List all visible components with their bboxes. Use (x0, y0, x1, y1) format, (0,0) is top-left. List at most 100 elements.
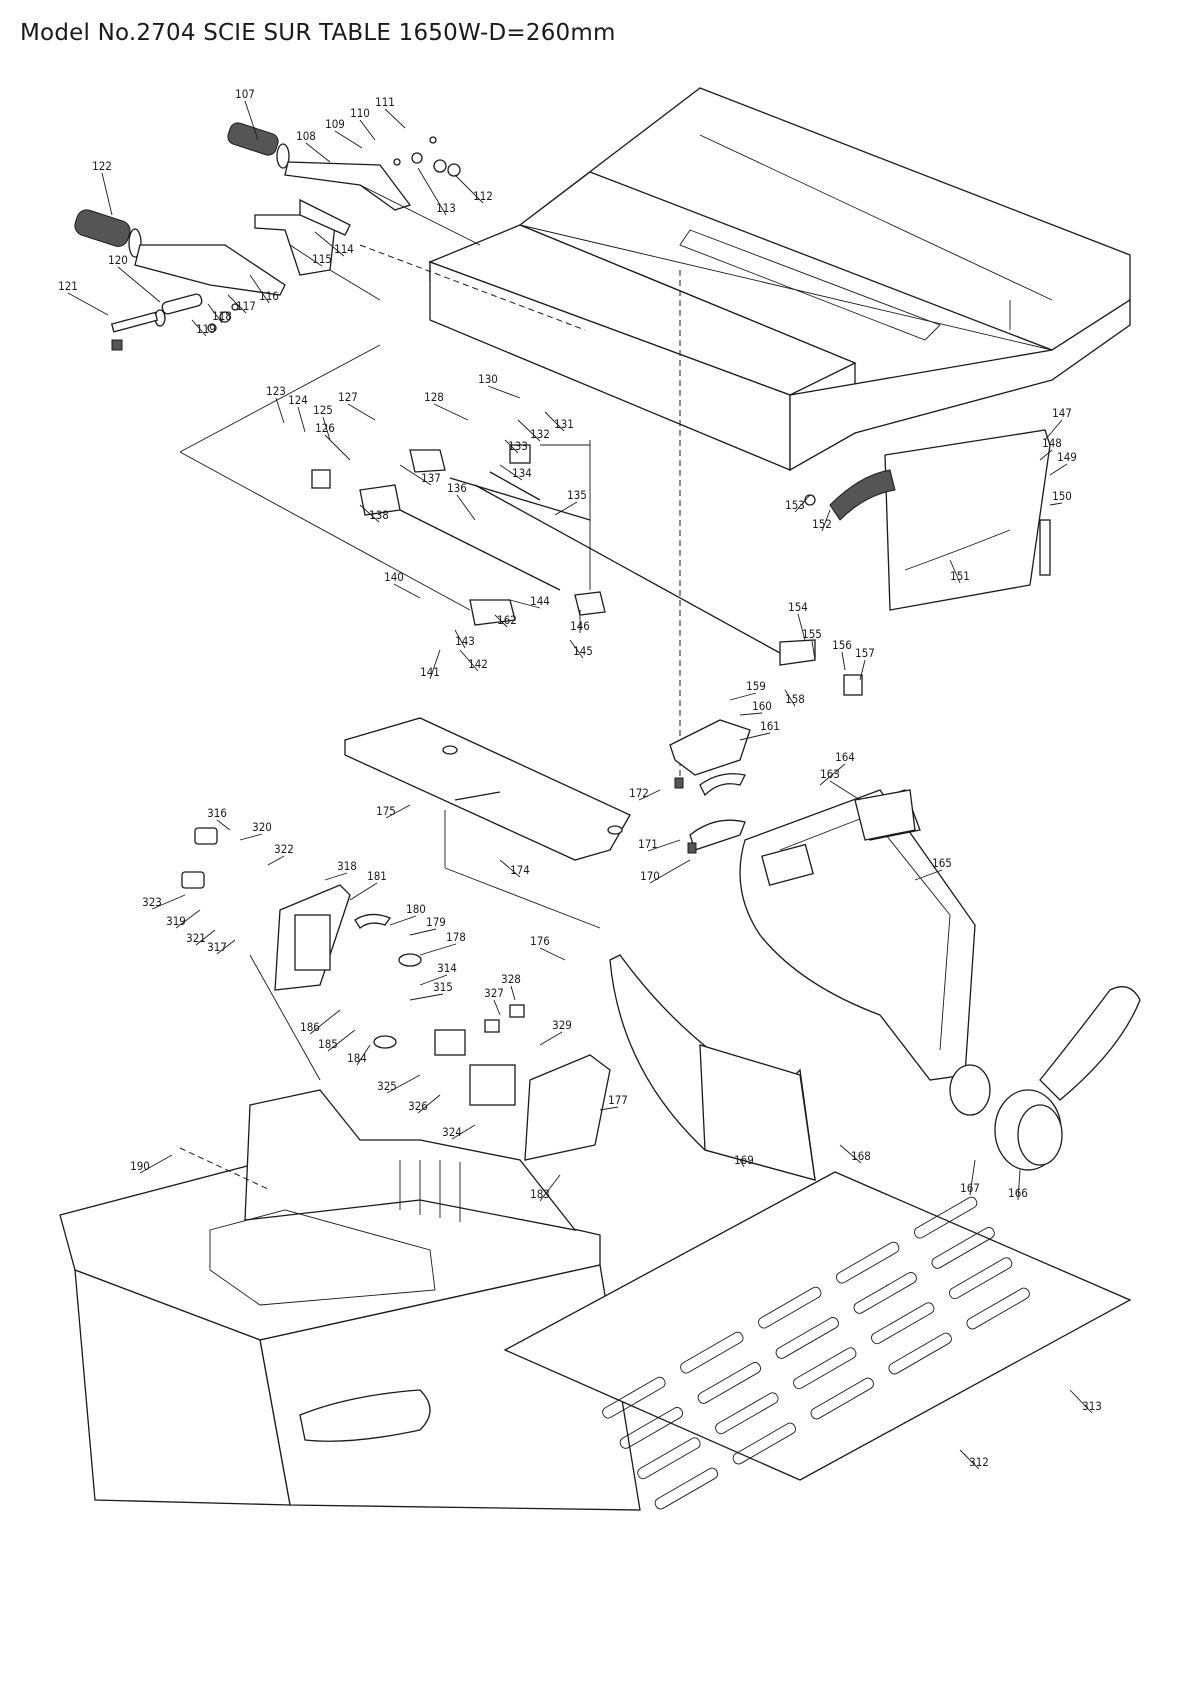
callout-161: 161 (760, 719, 780, 733)
callout-leader-148 (1039, 449, 1053, 461)
callout-170: 170 (640, 869, 660, 883)
callout-135: 135 (567, 488, 587, 502)
callout-313: 313 (1082, 1399, 1102, 1413)
callout-leader-317 (216, 939, 236, 955)
callout-leader-313 (1069, 1389, 1093, 1414)
callout-167: 167 (960, 1181, 980, 1195)
callout-leader-133 (504, 439, 519, 454)
callout-leader-138 (359, 504, 380, 523)
callout-leader-183 (539, 1174, 561, 1202)
callout-leader-112 (454, 174, 484, 204)
callout-leader-124 (297, 406, 306, 433)
callout-leader-178 (419, 943, 457, 956)
callout-leader-328 (510, 985, 516, 1001)
callout-324: 324 (442, 1125, 462, 1139)
callout-leader-327 (493, 999, 501, 1016)
callout-316: 316 (207, 806, 227, 820)
callout-136: 136 (447, 481, 467, 495)
callout-328: 328 (501, 972, 521, 986)
callout-leader-137 (399, 464, 432, 486)
callout-118: 118 (212, 309, 232, 323)
callout-109: 109 (325, 117, 345, 131)
callout-172: 172 (629, 786, 649, 800)
callout-leader-150 (1049, 502, 1063, 506)
callout-leader-186 (309, 1009, 341, 1035)
callout-145: 145 (573, 644, 593, 658)
callout-158: 158 (785, 692, 805, 706)
callout-leader-128 (433, 403, 469, 421)
callout-leader-324 (451, 1124, 476, 1140)
callout-150: 150 (1052, 489, 1072, 503)
callout-leader-174 (499, 859, 521, 878)
callout-leader-177 (599, 1106, 619, 1111)
callout-leader-321 (195, 929, 216, 946)
callout-leader-180 (389, 915, 417, 926)
callout-162: 162 (497, 613, 517, 627)
callout-325: 325 (377, 1079, 397, 1093)
callout-116: 116 (259, 289, 279, 303)
callout-leader-175 (385, 804, 411, 819)
callout-322: 322 (274, 842, 294, 856)
callout-177: 177 (608, 1093, 628, 1107)
callout-165: 165 (932, 856, 952, 870)
callout-leader-122 (101, 172, 113, 216)
callout-183: 183 (530, 1187, 550, 1201)
callout-leader-127 (347, 403, 376, 421)
table-top (359, 87, 1131, 472)
callout-107: 107 (235, 87, 255, 101)
callout-119: 119 (196, 322, 216, 336)
callout-159: 159 (746, 679, 766, 693)
callout-168: 168 (851, 1149, 871, 1163)
callout-leader-142 (459, 649, 479, 672)
callout-323: 323 (142, 895, 162, 909)
callout-312: 312 (969, 1455, 989, 1469)
callout-178: 178 (446, 930, 466, 944)
callout-117: 117 (236, 299, 256, 313)
callout-leader-160 (739, 712, 763, 716)
callout-147: 147 (1052, 406, 1072, 420)
bottom-plate (503, 1171, 1132, 1510)
callout-leader-158 (784, 689, 796, 707)
callout-leader-140 (393, 583, 421, 599)
callout-320: 320 (252, 820, 272, 834)
callout-184: 184 (347, 1051, 367, 1065)
callout-143: 143 (455, 634, 475, 648)
callout-leader-326 (417, 1094, 441, 1114)
bevel-bracket (804, 429, 1051, 611)
callout-leader-123 (275, 397, 285, 424)
callout-122: 122 (92, 159, 112, 173)
callout-leader-159 (729, 692, 757, 701)
callout-leader-135 (554, 501, 578, 516)
callout-138: 138 (369, 508, 389, 522)
callout-leader-185 (327, 1029, 356, 1052)
callout-leader-132 (517, 419, 541, 442)
saw-base (59, 1089, 641, 1511)
callout-142: 142 (468, 657, 488, 671)
callout-leader-312 (959, 1449, 980, 1470)
callout-149: 149 (1057, 450, 1077, 464)
blade-guard (609, 789, 1141, 1181)
callout-156: 156 (832, 638, 852, 652)
callout-179: 179 (426, 915, 446, 929)
callout-140: 140 (384, 570, 404, 584)
callout-leader-315 (409, 993, 444, 1001)
callout-leader-145 (569, 639, 584, 659)
callout-leader-319 (175, 909, 201, 929)
callout-321: 321 (186, 931, 206, 945)
callout-leader-323 (151, 894, 186, 910)
callout-190: 190 (130, 1159, 150, 1173)
callout-leader-109 (334, 130, 363, 149)
callout-leader-126 (324, 434, 351, 461)
callout-leader-120 (117, 266, 161, 303)
callout-leader-318 (324, 872, 348, 881)
callout-176: 176 (530, 934, 550, 948)
callout-leader-176 (539, 947, 566, 961)
callout-146: 146 (570, 619, 590, 633)
callout-leader-114 (314, 231, 345, 257)
callout-108: 108 (296, 129, 316, 143)
callout-leader-184 (356, 1044, 371, 1066)
callout-leader-121 (67, 292, 109, 316)
callout-leader-161 (739, 732, 771, 741)
callout-leader-156 (841, 651, 846, 671)
